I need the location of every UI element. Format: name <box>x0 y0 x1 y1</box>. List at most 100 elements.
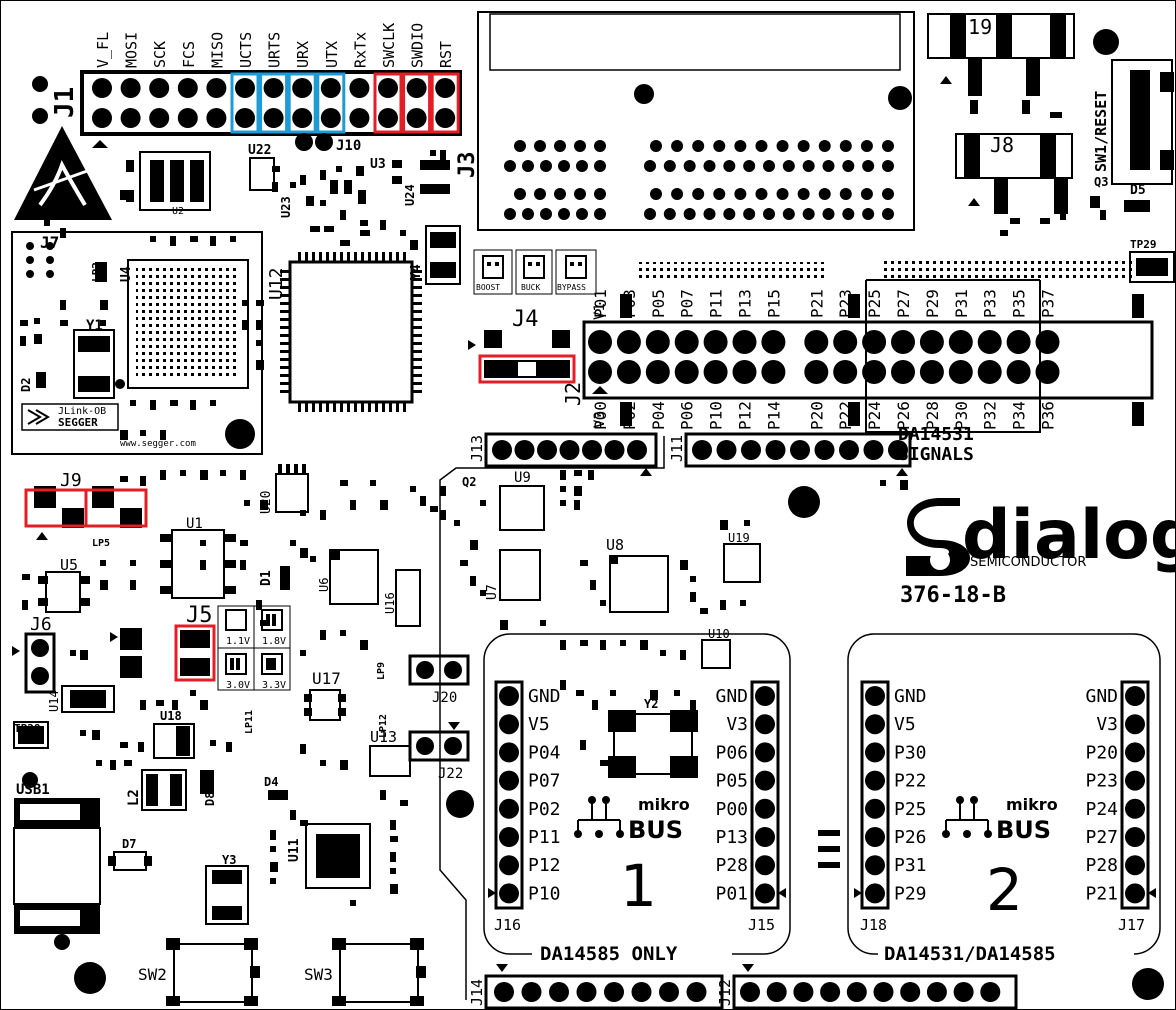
j3-hole <box>540 160 552 172</box>
mb1-right-label: P05 <box>715 771 748 792</box>
j3-connector <box>477 11 915 231</box>
j2-bottom-label: P30 <box>952 401 971 430</box>
j8-jumper <box>955 133 1073 214</box>
u19-chip <box>723 543 761 583</box>
mb2-pin <box>1125 798 1145 819</box>
mb2-right-header: J17 <box>1118 916 1145 934</box>
j2-top-label: P29 <box>923 289 942 318</box>
j1-pin-label: SWDIO <box>409 23 427 68</box>
mb1-left-header: J16 <box>494 916 521 934</box>
j3-hole <box>882 140 894 152</box>
mikrobus-logo-icon <box>574 796 624 838</box>
u20-chip <box>275 464 309 513</box>
j11-pin <box>863 440 884 460</box>
j1-pin <box>206 108 227 128</box>
j1-pin <box>435 78 456 98</box>
j2-pin <box>891 360 915 384</box>
jlink-brand: SEGGER <box>58 416 98 429</box>
j19-jumper <box>927 13 1075 96</box>
u6-label: U6 <box>317 578 331 592</box>
sw3-button <box>332 938 426 1006</box>
mb2-pin <box>865 883 885 904</box>
d2-label: D2 <box>19 378 33 392</box>
j13-pin <box>492 440 512 460</box>
j2-label: J2 <box>561 382 585 406</box>
j3-hole <box>755 188 768 200</box>
mb2-pin <box>1125 827 1145 847</box>
j3-label: J3 <box>455 152 480 179</box>
j12-pin <box>873 982 894 1002</box>
j3-hole <box>683 160 696 172</box>
j3-hole <box>822 160 835 172</box>
tp28-pad <box>13 721 49 749</box>
j1-uart-highlight <box>259 72 289 134</box>
j1-pin <box>120 108 141 128</box>
j2-pin <box>732 330 757 354</box>
u9-label: U9 <box>514 470 531 486</box>
j3-hole <box>574 188 586 200</box>
j1-pin <box>235 78 255 98</box>
j2-top-label: P05 <box>649 289 668 318</box>
j2-pin <box>862 360 887 384</box>
j2-pin <box>1006 360 1031 384</box>
j1-pin <box>435 108 456 128</box>
j2-top-label: P35 <box>1010 289 1029 318</box>
j2-pin <box>674 360 699 384</box>
j2-pin <box>948 330 973 354</box>
u9-chip <box>499 485 545 601</box>
mb1-right-label: P00 <box>715 799 748 820</box>
j3-hole <box>797 188 810 200</box>
j13-pin <box>559 440 580 460</box>
j3-hole <box>842 160 855 172</box>
j2-bottom-label: P36 <box>1039 401 1058 430</box>
j11-header <box>684 432 912 476</box>
j1-pin <box>292 78 313 98</box>
j3-hole <box>860 140 873 152</box>
j1-pin-label: RxTx <box>351 32 369 68</box>
j1-pin-label: V_FL <box>94 32 112 68</box>
j1-pin <box>149 78 170 98</box>
j8-label: J8 <box>990 133 1014 157</box>
mb1-left-label: P07 <box>528 771 561 792</box>
j3-hole <box>862 160 875 172</box>
j2-top-label: P13 <box>736 289 755 318</box>
buck-label: BUCK <box>521 283 540 292</box>
j14-pin <box>576 982 597 1002</box>
j14-pin <box>604 982 624 1002</box>
mb2-right-label: P23 <box>1085 771 1118 792</box>
u8-label: U8 <box>606 536 624 554</box>
j3-hole <box>554 188 566 200</box>
mb1-pin <box>755 827 775 847</box>
mb2-pin <box>865 742 885 763</box>
j13-label: J13 <box>468 435 486 462</box>
j2-pin <box>732 360 757 384</box>
j12-pin <box>980 982 1001 1002</box>
u7-label: U7 <box>485 584 500 600</box>
j6-label: J6 <box>30 614 52 635</box>
j1-pin <box>206 78 227 98</box>
d5-label: D5 <box>1130 183 1146 198</box>
j11-pin <box>692 440 712 460</box>
j3-hole <box>797 140 810 152</box>
j3-hole <box>663 160 676 172</box>
j10-label: J10 <box>336 138 361 154</box>
mb2-left-label: P29 <box>894 883 927 904</box>
j3-hole <box>723 208 736 220</box>
j2-pin <box>919 330 944 354</box>
j2-pin <box>919 360 944 384</box>
j3-hole <box>671 140 684 152</box>
j1-pin <box>177 108 198 128</box>
j12-pin <box>846 982 867 1002</box>
mb2-right-label: P20 <box>1085 742 1118 763</box>
j1-pin-label: MOSI <box>123 32 141 68</box>
j2-bottom-label: P20 <box>807 401 826 430</box>
mb2-left-label: P30 <box>894 742 927 763</box>
u11-label: U11 <box>287 838 302 862</box>
mb2-pin <box>1125 742 1145 763</box>
j1-pin <box>349 108 370 128</box>
u23-label: U23 <box>279 196 293 218</box>
y4-crystal <box>425 225 461 285</box>
j1-pin <box>406 108 427 128</box>
